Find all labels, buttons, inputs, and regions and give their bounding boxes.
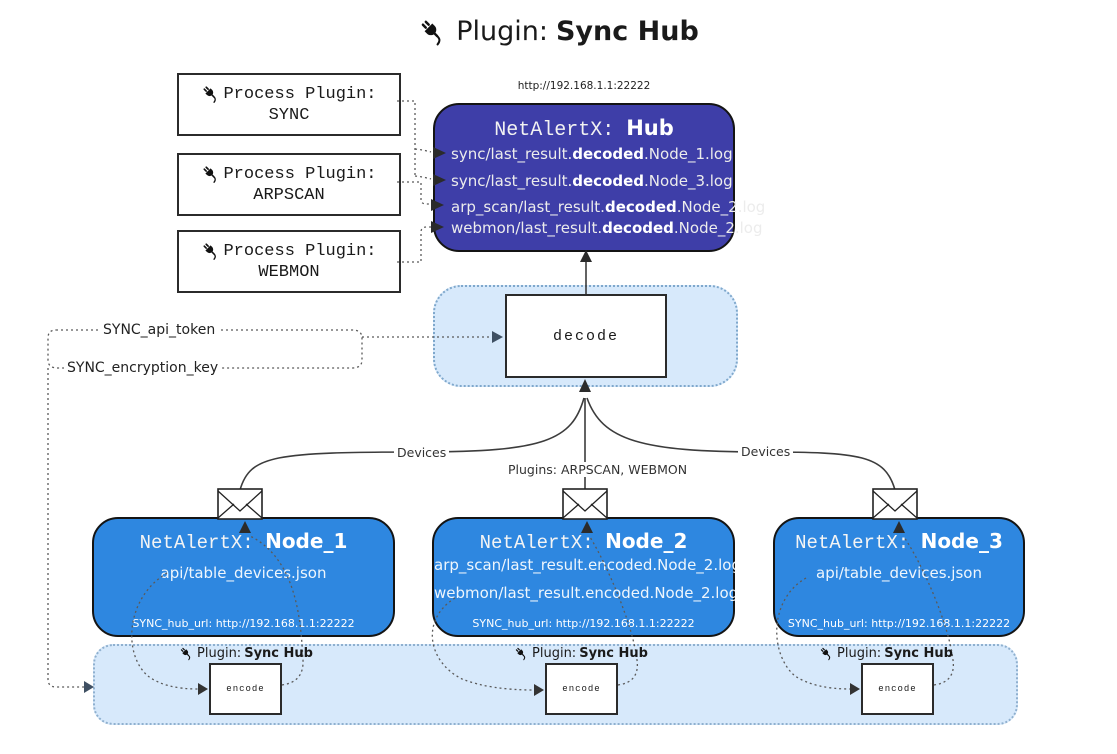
process-plugin-box-arpscan: Process Plugin: ARPSCAN [177, 153, 401, 216]
plug-icon [514, 646, 529, 661]
process-plugin-label: Process Plugin: [223, 164, 377, 184]
plugins-label-middle: Plugins: ARPSCAN, WEBMON [505, 462, 691, 477]
hub-file-line: arp_scan/last_result.decoded.Node_2.log [451, 198, 766, 216]
process-plugin-label: Process Plugin: [223, 84, 377, 104]
hub-file-line: webmon/last_result.decoded.Node_2.log [451, 219, 763, 237]
node-file-line: arp_scan/last_result.encoded.Node_2.log [434, 556, 741, 574]
process-plugin-box-webmon: Process Plugin: WEBMON [177, 230, 401, 293]
encoder-label-name: Sync Hub [579, 646, 648, 661]
hub-file-line: sync/last_result.decoded.Node_1.log [451, 145, 733, 163]
process-plugin-name: ARPSCAN [253, 186, 325, 205]
sync-api-token-label: SYNC_api_token [100, 322, 219, 338]
encoder-label-name: Sync Hub [244, 646, 313, 661]
encoder-label-prefix: Plugin: [837, 646, 882, 661]
devices-label-right: Devices [738, 444, 794, 459]
hub-title: NetAlertX: Hub [435, 116, 733, 142]
encoder-label-prefix: Plugin: [197, 646, 242, 661]
encoder-label-2: Plugin: Sync Hub [501, 646, 661, 661]
decode-box: decode [505, 294, 667, 378]
process-plugin-name: WEBMON [258, 263, 320, 282]
hub-box: NetAlertX: Hub sync/last_result.decoded.… [433, 103, 765, 252]
encoder-label-name: Sync Hub [884, 646, 953, 661]
page-title-name: Sync Hub [555, 16, 699, 47]
hub-file-line: sync/last_result.decoded.Node_3.log [451, 172, 733, 190]
plug-icon [179, 646, 194, 661]
hub-title-name: Hub [626, 116, 674, 140]
page-title: Plugin: Sync Hub [0, 16, 1117, 47]
page-title-prefix: Plugin: [456, 16, 548, 47]
hub-title-prefix: NetAlertX: [494, 119, 615, 142]
sync-encryption-key-label: SYNC_encryption_key [64, 360, 222, 376]
encoder-label-1: Plugin: Sync Hub [166, 646, 326, 661]
encoder-label-3: Plugin: Sync Hub [806, 646, 966, 661]
hub-url-label: http://192.168.1.1:22222 [517, 80, 651, 92]
encoder-label-prefix: Plugin: [532, 646, 577, 661]
process-plugin-name: SYNC [268, 106, 310, 125]
process-plugin-box-sync: Process Plugin: SYNC [177, 73, 401, 136]
process-plugin-label: Process Plugin: [223, 241, 377, 261]
devices-label-left: Devices [394, 445, 450, 460]
plug-icon [819, 646, 834, 661]
